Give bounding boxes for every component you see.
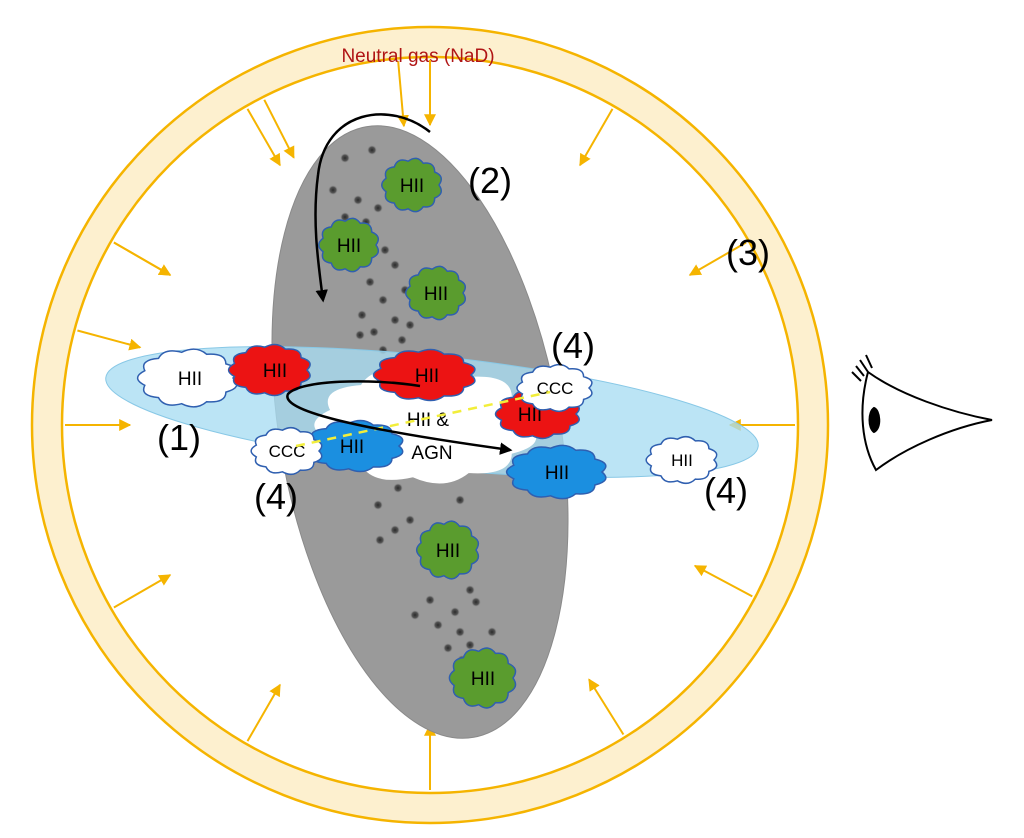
- inflow-arrow-8: [246, 683, 281, 742]
- inflow-arrow-16: [396, 61, 409, 128]
- svg-text:HII: HII: [424, 284, 448, 305]
- disk-star-14: [390, 315, 400, 325]
- ccc-connection-line: [295, 390, 551, 448]
- marker-4-lower-left: (4): [254, 476, 298, 517]
- disk-star-8: [380, 245, 390, 255]
- disk-star-4: [353, 195, 363, 205]
- disk-star-30: [450, 607, 460, 617]
- disk-star-33: [455, 627, 465, 637]
- disk-star-36: [443, 643, 453, 653]
- disk-star-28: [425, 595, 435, 605]
- disk-star-21: [373, 500, 383, 510]
- disk-star-3: [328, 185, 338, 195]
- inflow-arrow-15: [77, 329, 142, 351]
- rotation-arrow-top: [314, 113, 431, 303]
- inflow-arrow-2: [579, 108, 614, 167]
- svg-text:HII: HII: [471, 669, 495, 690]
- hii-cloud-green-1: HII: [381, 157, 443, 213]
- inflow-arrow-5: [693, 564, 753, 598]
- hii-cloud-green-2: HII: [318, 217, 380, 273]
- inflow-arrow-12: [246, 108, 281, 167]
- svg-text:AGN: AGN: [411, 443, 452, 464]
- disk-star-23: [390, 525, 400, 535]
- inflow-arrow-9: [113, 574, 172, 609]
- svg-text:HII: HII: [415, 366, 439, 387]
- disk-star-24: [375, 535, 385, 545]
- marker-1: (1): [157, 417, 201, 458]
- disk-star-10: [365, 277, 375, 287]
- hii-cloud-red-2: HII: [372, 348, 476, 402]
- hii-cloud-green-3: HII: [405, 265, 467, 321]
- disk-star-34: [487, 627, 497, 637]
- inflow-arrows: [65, 60, 795, 790]
- hii-cloud-green-5: HII: [448, 647, 517, 709]
- disk-star-25: [455, 495, 465, 505]
- disk-star-17: [397, 335, 407, 345]
- svg-text:HII: HII: [545, 463, 569, 484]
- svg-text:HII: HII: [518, 405, 542, 426]
- svg-text:HII: HII: [671, 451, 693, 470]
- inflow-arrow-6: [588, 678, 625, 736]
- disk-star-31: [471, 597, 481, 607]
- disk-star-19: [355, 330, 365, 340]
- disk-star-2: [367, 145, 377, 155]
- eye-icon: [851, 354, 993, 472]
- svg-text:HII: HII: [263, 361, 287, 382]
- svg-text:CCC: CCC: [537, 379, 574, 398]
- rotation-arrow-plane: [286, 380, 513, 455]
- marker-4-upper-right: (4): [551, 325, 595, 366]
- disk-star-5: [373, 203, 383, 213]
- svg-text:HII: HII: [178, 369, 202, 390]
- svg-text:HII: HII: [436, 541, 460, 562]
- hii-cloud-blue-1: HII: [305, 419, 404, 473]
- marker-3: (3): [726, 232, 770, 273]
- svg-text:HII: HII: [400, 176, 424, 197]
- disk-star-9: [390, 260, 400, 270]
- disk-star-27: [465, 585, 475, 595]
- disk-star-12: [378, 295, 388, 305]
- marker-2: (2): [468, 160, 512, 201]
- svg-text:HII: HII: [340, 437, 364, 458]
- hii-cloud-white-right: HII: [645, 435, 718, 485]
- disk-star-35: [465, 640, 475, 650]
- disk-star-29: [410, 610, 420, 620]
- disk-star-22: [405, 515, 415, 525]
- inflow-arrow-3: [688, 241, 747, 276]
- disk-star-13: [357, 310, 367, 320]
- disk-star-32: [433, 620, 443, 630]
- disk-star-16: [369, 327, 379, 337]
- neutral-gas-label: Neutral gas (NaD): [341, 46, 494, 67]
- disk-stars: [328, 145, 497, 665]
- inflow-arrow-14: [113, 241, 172, 276]
- marker-4-right: (4): [704, 470, 748, 511]
- disk-star-15: [405, 320, 415, 330]
- disk-star-1: [340, 153, 350, 163]
- inflow-arrow-13: [263, 99, 295, 159]
- hii-cloud-red-1: HII: [227, 343, 311, 397]
- hii-cloud-green-4: HII: [415, 520, 480, 580]
- svg-text:HII: HII: [337, 236, 361, 257]
- hii-cloud-blue-2: HII: [505, 444, 607, 500]
- ccc-cloud-right: CCC: [516, 363, 593, 413]
- disk-star-20: [393, 483, 403, 493]
- hii-cloud-white-left: HII: [136, 348, 238, 408]
